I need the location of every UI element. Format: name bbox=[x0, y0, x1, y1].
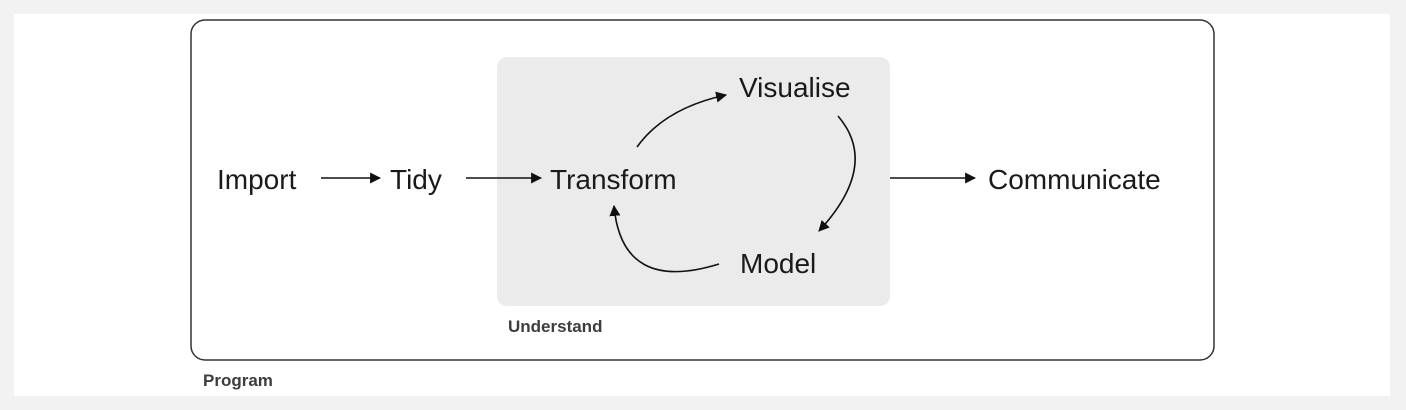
arrow-transform-to-visualise bbox=[636, 91, 728, 148]
data-science-workflow-diagram: Program Understand Import Tidy Transform… bbox=[190, 19, 1215, 390]
understand-box bbox=[497, 57, 890, 306]
node-import: Import bbox=[217, 164, 297, 195]
node-transform: Transform bbox=[550, 164, 677, 195]
diagram-canvas: Program Understand Import Tidy Transform… bbox=[14, 14, 1390, 396]
node-tidy: Tidy bbox=[390, 164, 442, 195]
node-model: Model bbox=[740, 248, 816, 279]
node-communicate: Communicate bbox=[988, 164, 1161, 195]
program-label: Program bbox=[203, 371, 273, 390]
understand-label: Understand bbox=[508, 317, 602, 336]
node-visualise: Visualise bbox=[739, 72, 851, 103]
arrow-visualise-to-model bbox=[818, 115, 856, 232]
arrow-model-to-transform bbox=[609, 204, 720, 273]
